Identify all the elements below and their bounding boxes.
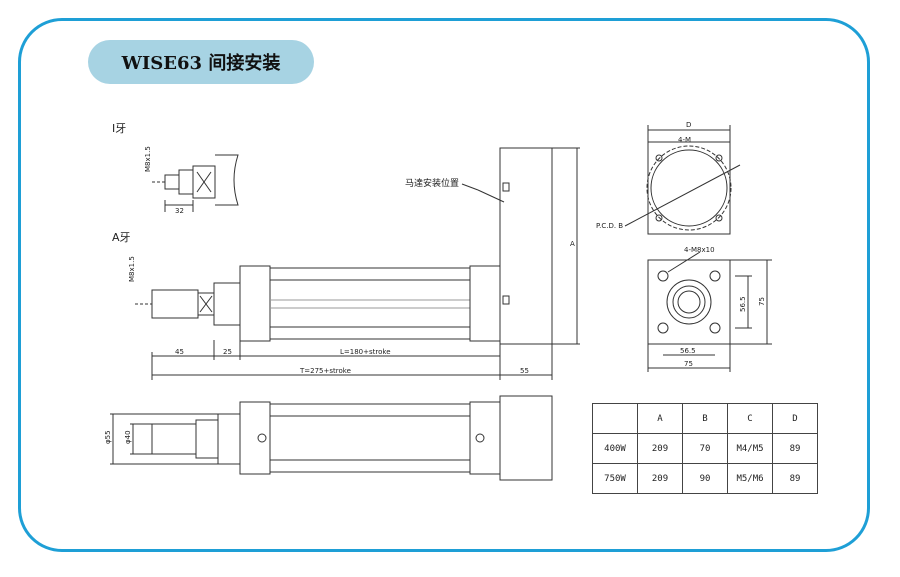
table-cell: 400W xyxy=(592,433,638,464)
table-header-cell: A xyxy=(637,403,683,434)
i-thread-spec: M8x1.5 xyxy=(144,146,152,172)
rod-end-view xyxy=(647,251,772,372)
table-header-cell: C xyxy=(727,403,773,434)
table-cell: 750W xyxy=(592,463,638,494)
i-thread-length: 32 xyxy=(175,207,184,215)
holes-m-label: 4-M xyxy=(678,136,691,144)
table-cell: 209 xyxy=(637,433,683,464)
spec-table: A B C D 400W 209 70 M4/M5 89 750W 209 90… xyxy=(592,403,818,494)
table-cell: 89 xyxy=(772,433,818,464)
table-cell: 90 xyxy=(682,463,728,494)
dim-75-v: 75 xyxy=(758,297,766,306)
table-cell: M5/M6 xyxy=(727,463,773,494)
holes-m8-label: 4-M8x10 xyxy=(684,246,715,254)
dia-40: φ40 xyxy=(124,430,132,444)
dim-d: D xyxy=(686,121,691,129)
dimension-lines-top xyxy=(151,147,580,380)
table-row: 750W 209 90 M5/M6 89 xyxy=(592,463,818,494)
dim-75-h: 75 xyxy=(684,360,693,368)
actuator-side-view xyxy=(135,147,553,345)
dim-a: A xyxy=(570,240,575,248)
table-header-cell: D xyxy=(772,403,818,434)
dia-55: φ55 xyxy=(104,430,112,444)
motor-position-label: 马達安装位置 xyxy=(405,177,459,189)
dim-t: T=275+stroke xyxy=(299,367,351,375)
a-thread-label: A牙 xyxy=(112,231,131,244)
i-thread-label: I牙 xyxy=(112,122,126,135)
i-thread-detail xyxy=(152,154,239,212)
dim-45: 45 xyxy=(175,348,184,356)
table-header-row: A B C D xyxy=(592,403,818,434)
page-title: WISE63 间接安装 xyxy=(88,40,314,84)
dim-55: 55 xyxy=(520,367,529,375)
outer-frame xyxy=(18,18,870,552)
a-thread-spec: M8x1.5 xyxy=(128,256,136,282)
table-cell: M4/M5 xyxy=(727,433,773,464)
table-header-cell xyxy=(592,403,638,434)
dim-56-5-h: 56.5 xyxy=(680,347,696,355)
dim-56-5-v: 56.5 xyxy=(739,296,747,312)
table-row: 400W 209 70 M4/M5 89 xyxy=(592,433,818,464)
actuator-top-view xyxy=(110,395,553,481)
table-cell: 89 xyxy=(772,463,818,494)
dim-l: L=180+stroke xyxy=(340,348,391,356)
motor-flange-view xyxy=(624,125,741,235)
dim-25: 25 xyxy=(223,348,232,356)
table-cell: 70 xyxy=(682,433,728,464)
table-header-cell: B xyxy=(682,403,728,434)
pcd-label: P.C.D. B xyxy=(596,222,623,230)
table-cell: 209 xyxy=(637,463,683,494)
